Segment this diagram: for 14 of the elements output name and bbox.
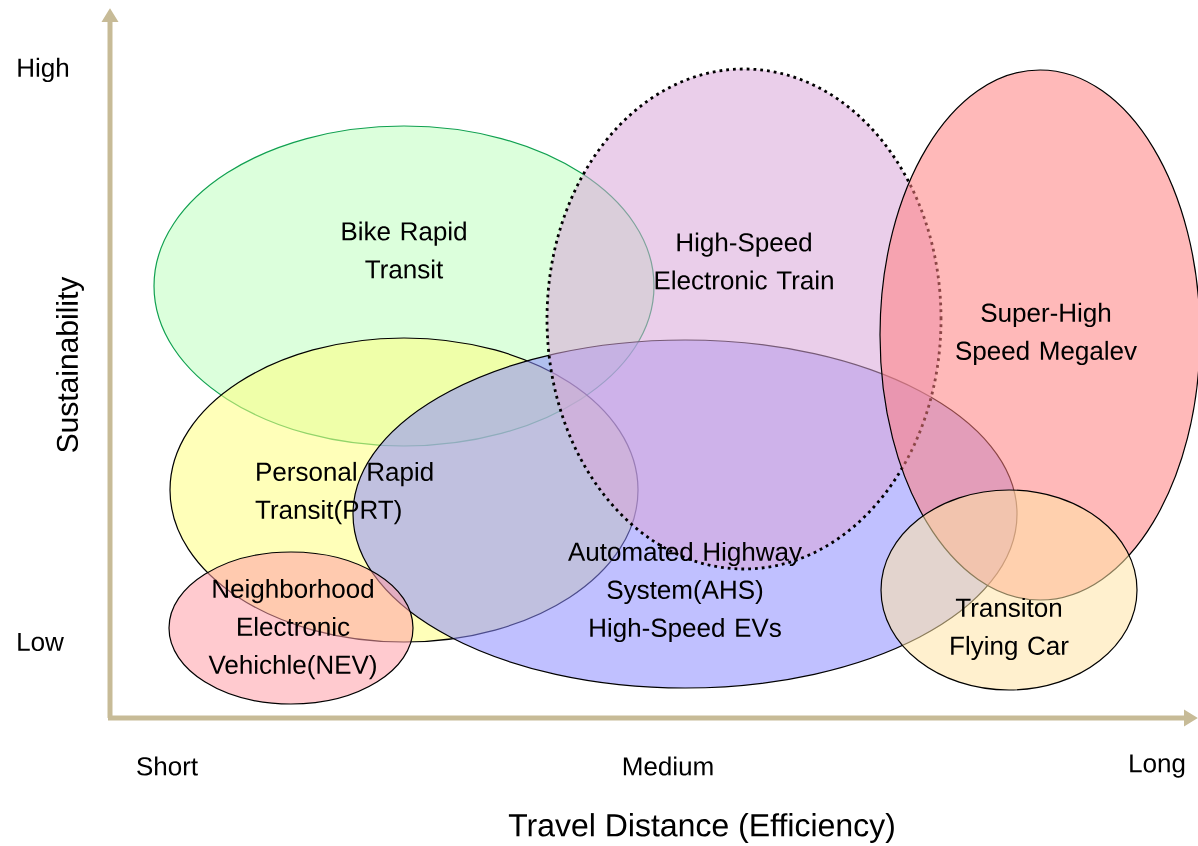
ellipse-label: High-Speed Electronic Train <box>655 232 833 290</box>
axis-title: Sustainability <box>56 276 84 453</box>
axis-tick-label: Short <box>137 756 198 776</box>
axis-tick-label: High <box>18 57 69 83</box>
axis-title: Travel Distance (Efficiency) <box>508 813 894 843</box>
axis-tick-label: Long <box>1130 754 1185 778</box>
axis-tick-label: Low <box>18 632 64 652</box>
axis-tick-label: Medium <box>623 756 713 776</box>
ellipse-label: Transiton Flying Car <box>951 597 1069 661</box>
category-ellipse <box>880 489 1138 691</box>
ellipse-label: Bike Rapid Transit <box>342 221 466 279</box>
ellipse-label: Neighborhood Electronic Vehichle(NEV) <box>208 578 376 680</box>
ellipse-label: Super-High Speed Megalev <box>956 302 1137 366</box>
category-ellipse <box>168 551 414 705</box>
